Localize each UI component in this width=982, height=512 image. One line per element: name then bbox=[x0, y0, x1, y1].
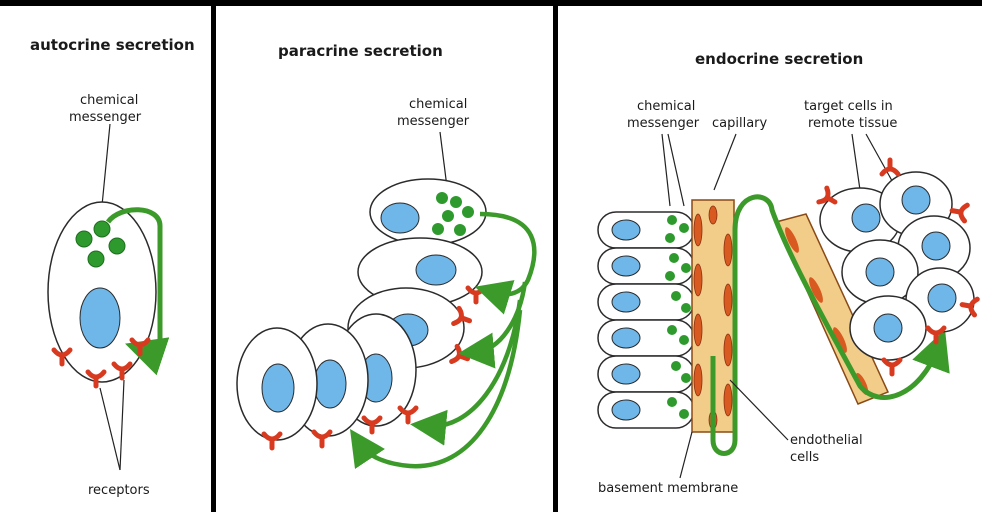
messenger-granule bbox=[669, 253, 679, 263]
endothelial-cell bbox=[694, 314, 702, 346]
messenger-granule bbox=[681, 373, 691, 383]
receptor-icon bbox=[884, 360, 900, 374]
messenger-granule bbox=[679, 223, 689, 233]
receptors-pointer bbox=[100, 388, 120, 470]
messenger-pointer bbox=[662, 134, 670, 206]
basement-pointer bbox=[680, 432, 692, 478]
cell-nucleus bbox=[612, 220, 640, 240]
endocrine-panel: endocrine secretion chemical messenger c… bbox=[598, 50, 977, 496]
messenger-pointer bbox=[668, 134, 684, 206]
endothelial-cell bbox=[724, 284, 732, 316]
messenger-granule bbox=[88, 251, 104, 267]
messenger-granule bbox=[76, 231, 92, 247]
cell-nucleus bbox=[866, 258, 894, 286]
endothelial-cell bbox=[724, 234, 732, 266]
messenger-granule bbox=[681, 263, 691, 273]
paracrine-nucleus bbox=[262, 364, 294, 412]
messenger-granule bbox=[94, 221, 110, 237]
receptor-icon bbox=[951, 203, 968, 221]
autocrine-messenger-label: chemical messenger bbox=[69, 93, 143, 125]
endothelial-cell bbox=[694, 264, 702, 296]
messenger-granule bbox=[462, 206, 474, 218]
autocrine-nucleus bbox=[80, 288, 120, 348]
cell-nucleus bbox=[922, 232, 950, 260]
cell-nucleus bbox=[902, 186, 930, 214]
messenger-granule bbox=[667, 325, 677, 335]
endocrine-title: endocrine secretion bbox=[695, 50, 863, 68]
target-cells-label: target cells in remote tissue bbox=[804, 99, 897, 131]
capillary-pointer bbox=[714, 134, 736, 190]
endothelial-cell bbox=[694, 214, 702, 246]
messenger-granule bbox=[671, 291, 681, 301]
endothelial-label: endothelial cells bbox=[790, 433, 867, 465]
paracrine-panel: paracrine secretion chemical messenger bbox=[237, 42, 534, 466]
divider-2 bbox=[553, 0, 558, 512]
cell-nucleus bbox=[874, 314, 902, 342]
secretory-cells bbox=[598, 212, 694, 428]
messenger-granule bbox=[454, 224, 466, 236]
endothelial-cell bbox=[724, 334, 732, 366]
receptors-label: receptors bbox=[88, 483, 150, 498]
messenger-granule bbox=[667, 215, 677, 225]
cell-nucleus bbox=[612, 328, 640, 348]
messenger-granule bbox=[665, 271, 675, 281]
cell-nucleus bbox=[612, 292, 640, 312]
messenger-granule bbox=[665, 233, 675, 243]
messenger-granule bbox=[671, 361, 681, 371]
messenger-granule bbox=[667, 397, 677, 407]
messenger-granule bbox=[679, 335, 689, 345]
basement-membrane-label: basement membrane bbox=[598, 481, 738, 496]
paracrine-title: paracrine secretion bbox=[278, 42, 443, 60]
capillary-label: capillary bbox=[712, 116, 768, 131]
endothelial-pointer bbox=[730, 380, 788, 440]
cell-nucleus bbox=[612, 364, 640, 384]
messenger-granule bbox=[442, 210, 454, 222]
messenger-granule bbox=[681, 303, 691, 313]
messenger-granule bbox=[432, 223, 444, 235]
paracrine-nucleus bbox=[314, 360, 346, 408]
cell-nucleus bbox=[852, 204, 880, 232]
cell-nucleus bbox=[928, 284, 956, 312]
cell-nucleus bbox=[612, 256, 640, 276]
paracrine-nucleus bbox=[381, 203, 419, 233]
receptors-pointer bbox=[120, 380, 124, 470]
target-pointer bbox=[852, 134, 860, 190]
messenger-granule bbox=[109, 238, 125, 254]
receptor-icon bbox=[400, 408, 416, 422]
messenger-granule bbox=[679, 409, 689, 419]
endothelial-cell bbox=[694, 364, 702, 396]
endothelial-cell bbox=[724, 384, 732, 416]
endothelial-cell bbox=[709, 206, 717, 224]
autocrine-title: autocrine secretion bbox=[30, 36, 195, 54]
messenger-granule bbox=[436, 192, 448, 204]
autocrine-panel: autocrine secretion chemical messenger r… bbox=[30, 36, 195, 498]
divider-1 bbox=[211, 0, 216, 512]
paracrine-messenger-label: chemical messenger bbox=[397, 97, 472, 129]
messenger-granule bbox=[450, 196, 462, 208]
cell-nucleus bbox=[612, 400, 640, 420]
paracrine-nucleus bbox=[416, 255, 456, 285]
endocrine-messenger-label: chemical messenger bbox=[627, 99, 700, 131]
frame-top-border bbox=[0, 0, 982, 6]
receptor-icon bbox=[468, 288, 484, 302]
